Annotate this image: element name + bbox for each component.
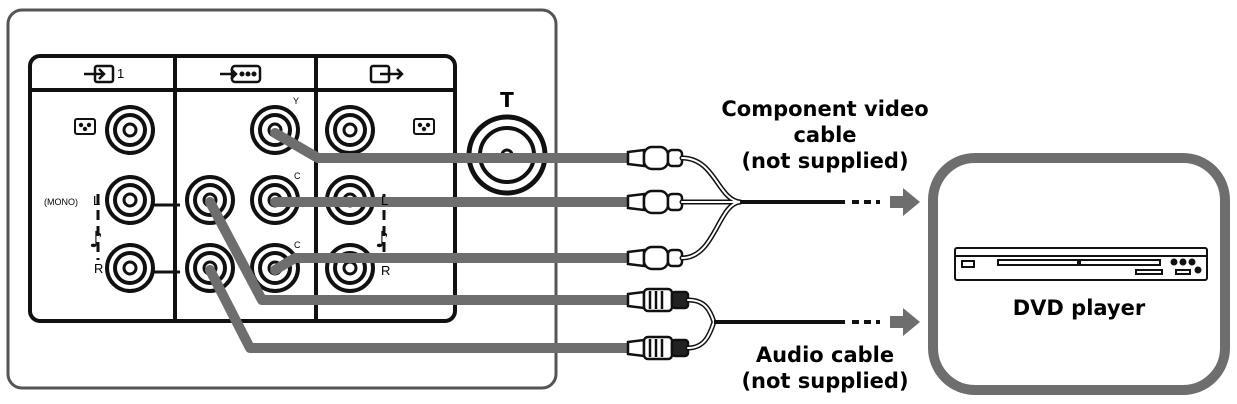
component-cable-lines	[270, 128, 637, 275]
component-plug	[626, 245, 684, 271]
audio-cable-bundle	[685, 297, 717, 351]
jack	[105, 243, 155, 293]
video-icon	[413, 118, 435, 135]
audio-cable-lines	[205, 197, 637, 353]
video-icon	[74, 118, 96, 135]
audio-note-icon: ♪	[89, 228, 103, 253]
left-audio-l-label: L	[93, 193, 101, 208]
jack	[105, 175, 155, 225]
audio-plug	[626, 287, 690, 313]
mono-label: (MONO)	[44, 197, 78, 207]
right-audio-l-label: L	[381, 193, 389, 208]
component-plug	[626, 145, 684, 171]
input-1-number: 1	[117, 66, 125, 81]
audio-note-icon: ♪	[375, 228, 389, 253]
dvd-player-label: DVD player	[1012, 296, 1146, 320]
left-audio-r-label: R	[94, 261, 104, 276]
component-input-icon	[220, 64, 262, 84]
terminal-block	[28, 54, 457, 323]
component-plug	[626, 189, 684, 215]
jack	[325, 243, 375, 293]
y-label: Y	[293, 96, 300, 106]
arrow-right-icon	[890, 308, 920, 336]
jack	[325, 105, 375, 155]
right-audio-r-label: R	[381, 263, 391, 278]
audio-plug	[626, 335, 690, 361]
dvd-player-icon	[954, 247, 1208, 281]
component-cable-label: Component video cable (not supplied)	[721, 97, 929, 173]
audio-cable-label: Audio cable (not supplied)	[741, 343, 909, 393]
arrow-right-icon	[890, 188, 920, 216]
jack	[105, 105, 155, 155]
output-icon	[369, 64, 404, 84]
antenna-symbol: T	[500, 88, 514, 112]
cr-label: C	[294, 240, 301, 250]
cb-label: C	[294, 171, 301, 181]
input-1-icon	[84, 64, 115, 84]
